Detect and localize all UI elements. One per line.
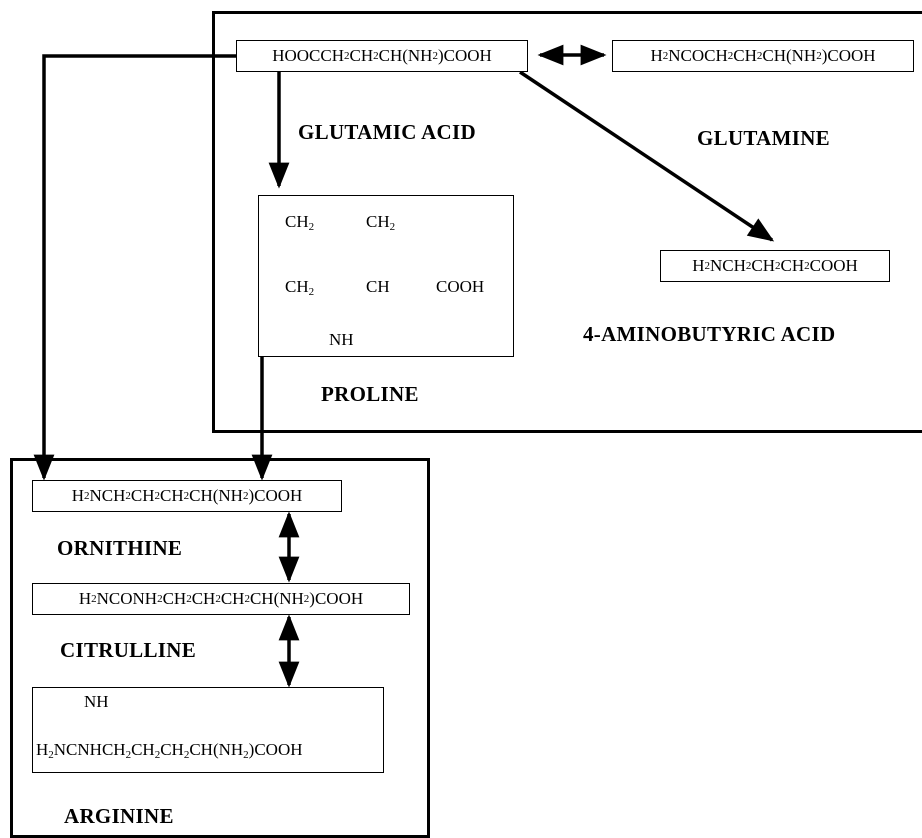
ornithine-label: ORNITHINE — [57, 536, 183, 560]
glutamate-family-box — [212, 11, 922, 433]
arrow-glutamic-aminobutyric — [519, 70, 775, 242]
proline-atom-nh: NH — [329, 330, 354, 349]
proline-atom-c2: CH2 — [366, 212, 396, 233]
proline-atom-cooh: COOH — [436, 277, 485, 296]
arrow-glutamic-ornithine — [33, 54, 236, 481]
proline-atom-c3: CH2 — [285, 277, 315, 298]
arginine-formula: H2NCNHCH2CH2CH2CH(NH2)COOH — [36, 740, 303, 761]
proline-atom-c4: CH — [366, 277, 390, 296]
glutamic-acid-label: GLUTAMIC ACID — [298, 120, 476, 144]
citrulline-label: CITRULLINE — [60, 638, 197, 662]
proline-atom-c1: CH2 — [285, 212, 315, 233]
arginine-label: ARGININE — [64, 804, 174, 828]
arginine-imine: NH — [84, 692, 109, 711]
glutamine-label: GLUTAMINE — [697, 126, 830, 150]
arginine-structure — [32, 687, 384, 773]
proline-label: PROLINE — [321, 382, 419, 406]
aminobutyric-acid-label: 4-AMINOBUTYRIC ACID — [583, 322, 836, 346]
proline-structure — [258, 195, 514, 357]
